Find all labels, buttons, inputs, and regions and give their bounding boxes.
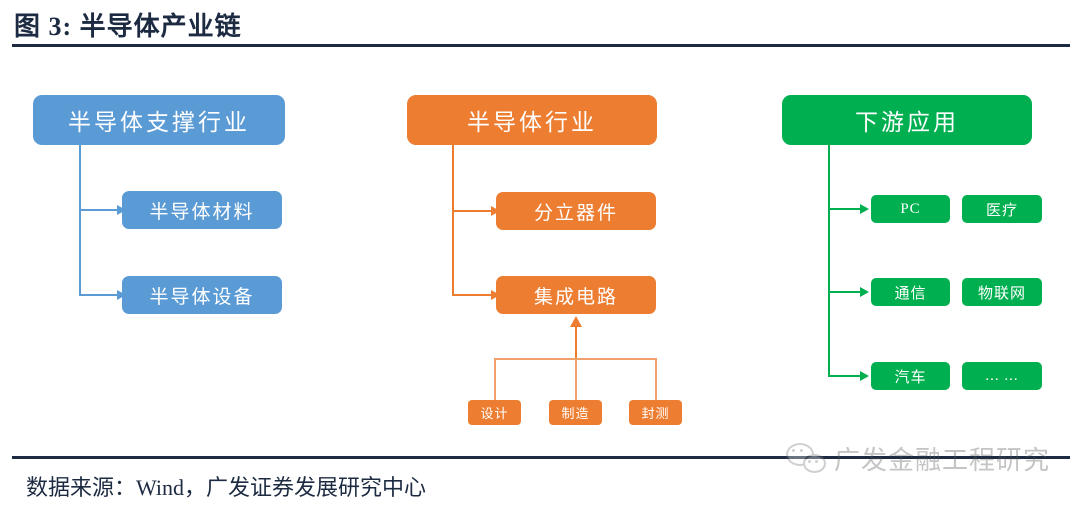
arrow-support-2-icon <box>117 290 126 300</box>
node-communication[interactable]: 通信 <box>871 278 950 306</box>
node-integrated-circuits[interactable]: 集成电路 <box>496 276 656 314</box>
arrow-downstream-3-icon <box>860 371 869 381</box>
connector-industry-branch-2 <box>452 294 493 296</box>
page-title: 图 3: 半导体产业链 <box>14 12 242 41</box>
connector-test-drop <box>655 358 657 400</box>
node-medical[interactable]: 医疗 <box>962 195 1042 223</box>
node-downstream-head[interactable]: 下游应用 <box>782 95 1032 145</box>
node-others[interactable]: ... ... <box>962 362 1042 390</box>
connector-downstream-trunk <box>828 145 830 377</box>
node-support-head[interactable]: 半导体支撑行业 <box>33 95 285 145</box>
arrow-industry-2-icon <box>491 290 500 300</box>
title-divider <box>12 44 1070 47</box>
arrow-downstream-1-icon <box>860 204 869 214</box>
arrow-ic-up-icon <box>570 316 582 327</box>
connector-downstream-branch-3 <box>828 375 862 377</box>
node-manufacture[interactable]: 制造 <box>549 400 602 425</box>
connector-industry-branch-1 <box>452 210 493 212</box>
connector-ic-stem <box>575 326 577 359</box>
node-discrete-devices[interactable]: 分立器件 <box>496 192 656 230</box>
arrow-support-1-icon <box>117 205 126 215</box>
source-note: 数据来源：Wind，广发证券发展研究中心 <box>26 475 426 500</box>
connector-manufacture-drop <box>575 358 577 400</box>
connector-downstream-branch-1 <box>828 208 862 210</box>
node-packaging-test[interactable]: 封测 <box>629 400 682 425</box>
node-automotive[interactable]: 汽车 <box>871 362 950 390</box>
node-pc[interactable]: PC <box>871 195 950 223</box>
node-iot[interactable]: 物联网 <box>962 278 1042 306</box>
connector-support-branch-1 <box>79 209 119 211</box>
connector-industry-trunk <box>452 145 454 296</box>
node-industry-head[interactable]: 半导体行业 <box>407 95 657 145</box>
arrow-downstream-2-icon <box>860 287 869 297</box>
arrow-industry-1-icon <box>491 206 500 216</box>
connector-support-branch-2 <box>79 294 119 296</box>
node-design[interactable]: 设计 <box>468 400 521 425</box>
connector-design-drop <box>494 358 496 400</box>
connector-support-trunk <box>79 145 81 296</box>
node-semiconductor-equipment[interactable]: 半导体设备 <box>122 276 282 314</box>
connector-downstream-branch-2 <box>828 291 862 293</box>
node-semiconductor-materials[interactable]: 半导体材料 <box>122 191 282 229</box>
footer-divider <box>12 456 1070 459</box>
